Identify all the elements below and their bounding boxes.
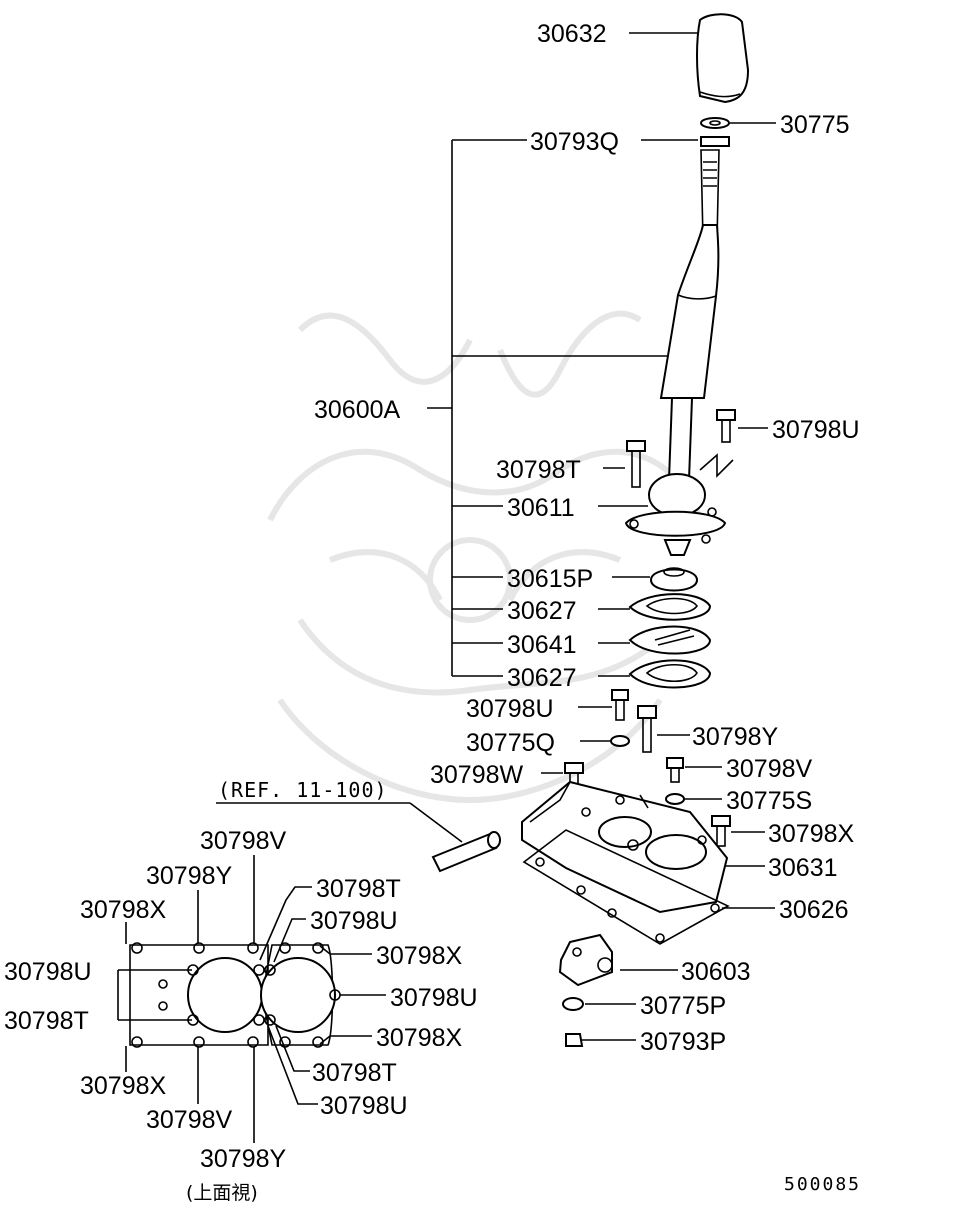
plan-view-right-gasket	[260, 942, 341, 1048]
label-bolt-t-top: 30798T	[496, 456, 581, 484]
washer-p-part	[562, 997, 584, 1011]
label-plate: 30641	[507, 631, 577, 659]
bolt-t-top-part	[626, 440, 646, 488]
plan-label-top-y: 30798Y	[146, 862, 233, 890]
plan-label-bottom-x: 30798X	[80, 1072, 167, 1100]
plan-view-labels: (REF. 11-100) 30798V 30798Y 30798X 30798…	[4, 778, 478, 1204]
bolt-x-mid-part	[711, 815, 731, 847]
label-lever-assy: 30600A	[314, 396, 401, 424]
label-washer-s: 30775S	[726, 787, 812, 815]
ref-cylinder-part	[431, 831, 501, 873]
plan-label-bottom-y: 30798Y	[200, 1145, 287, 1173]
label-nut-top: 30793Q	[530, 128, 619, 156]
label-gasket-a: 30627	[507, 597, 577, 625]
part-labels: 30632 30775 30793Q 30600A 30798U 30798T …	[314, 20, 860, 1056]
plan-label-left-t: 30798T	[4, 1007, 89, 1035]
label-housing: 30611	[507, 494, 575, 522]
gasket-a-part	[628, 593, 712, 621]
gasket-b-part	[628, 659, 712, 689]
plan-label-right-t-bot: 30798T	[312, 1059, 397, 1087]
ref-note: (REF. 11-100)	[218, 778, 388, 802]
nut-top-part	[700, 136, 730, 147]
label-gasket-c: 30626	[779, 896, 849, 924]
label-washer-q: 30775Q	[466, 729, 555, 757]
nut-p-part	[565, 1033, 584, 1047]
label-gasket-b: 30627	[507, 664, 577, 692]
plan-view-leaders	[117, 855, 386, 1143]
seal-part	[649, 567, 699, 592]
label-knob: 30632	[537, 20, 607, 48]
cover-part	[521, 780, 729, 914]
plan-view-left-gasket	[129, 942, 269, 1048]
label-nut-p: 30793P	[640, 1028, 726, 1056]
label-washer-top: 30775	[780, 111, 850, 139]
label-bolt-u-mid: 30798U	[466, 695, 554, 723]
bolt-u-top-part	[716, 409, 736, 443]
label-bolt-w: 30798W	[430, 761, 524, 789]
bolt-v-mid-part	[666, 757, 684, 783]
bolt-u-mid-part	[611, 689, 629, 721]
bolt-y-mid-part	[637, 705, 657, 753]
plan-label-left-u: 30798U	[4, 958, 92, 986]
washer-q-part	[610, 735, 630, 747]
watermark-emblem	[267, 310, 703, 804]
plate-part	[628, 625, 712, 655]
label-washer-p: 30775P	[640, 992, 726, 1020]
knob-part	[696, 13, 750, 104]
housing-part	[624, 473, 727, 556]
label-cover: 30631	[768, 854, 838, 882]
bracket-part	[558, 933, 613, 987]
gasket-c-part	[522, 829, 730, 945]
plan-label-top-v: 30798V	[200, 827, 287, 855]
plan-label-right-u-top: 30798U	[310, 907, 398, 935]
shift-lever-part	[659, 149, 720, 481]
washer-top-part	[700, 117, 730, 129]
leader-lines	[216, 32, 776, 1041]
plan-label-top-x: 30798X	[80, 896, 167, 924]
break-mark	[699, 453, 734, 478]
label-bolt-v-mid: 30798V	[726, 755, 813, 783]
label-bolt-x-mid: 30798X	[768, 820, 855, 848]
label-seal: 30615P	[507, 565, 593, 593]
label-bolt-u-top: 30798U	[772, 416, 860, 444]
label-bolt-y-mid: 30798Y	[692, 723, 779, 751]
plan-label-bottom-v: 30798V	[146, 1106, 233, 1134]
figure-code: 500085	[784, 1174, 861, 1195]
plan-label-right-t-top: 30798T	[316, 875, 401, 903]
label-bracket: 30603	[681, 958, 751, 986]
plan-view-caption: (上面視)	[186, 1182, 258, 1204]
plan-label-right-x-bot: 30798X	[376, 1024, 463, 1052]
plan-label-right-x-top: 30798X	[376, 942, 463, 970]
plan-label-right-u-mid: 30798U	[390, 984, 478, 1012]
washer-s-part	[665, 793, 685, 805]
plan-label-right-u-bot: 30798U	[320, 1092, 408, 1120]
